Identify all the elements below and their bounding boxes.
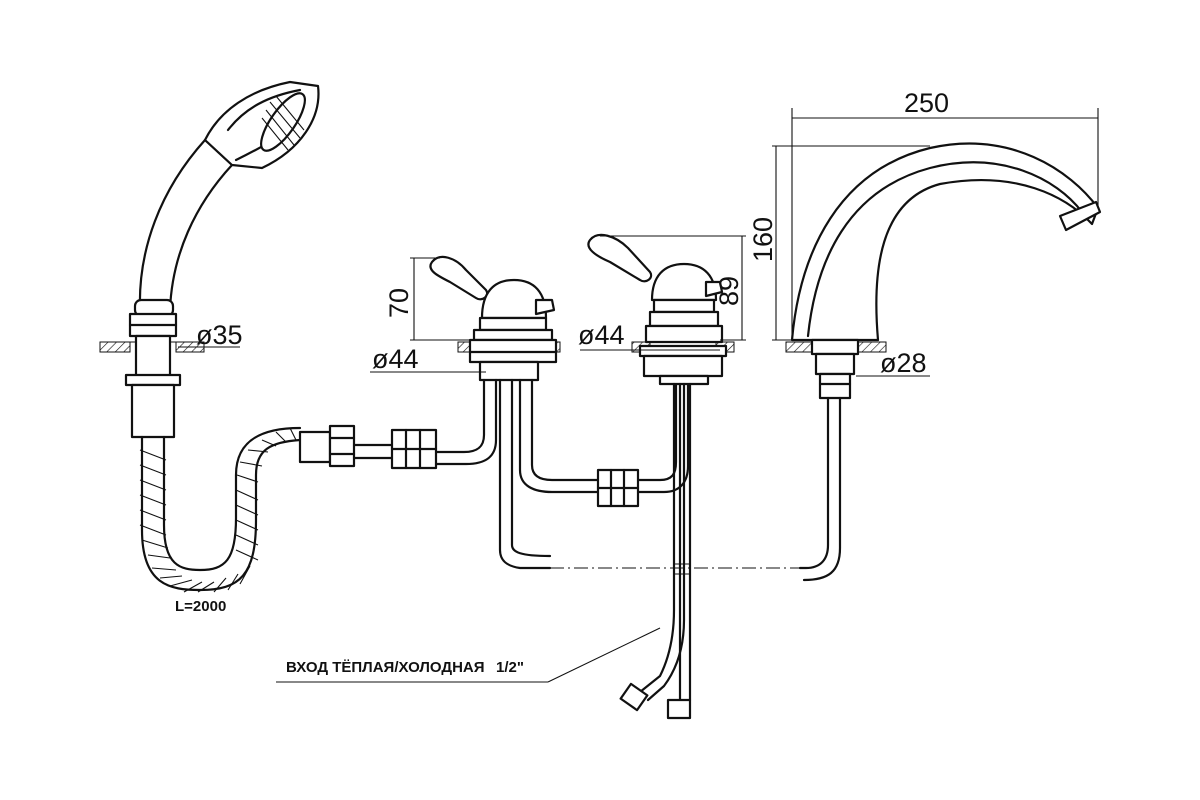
- dimension-lines: ø35 ø44 ø44 ø28 70 89 160 250: [178, 88, 1099, 378]
- hose-coupling: [298, 424, 438, 470]
- inlet-pipes: [619, 382, 692, 720]
- inlet-thread-label: 1/2": [496, 659, 524, 676]
- inlet-callout: ВХОД ТЁПЛАЯ/ХОЛОДНАЯ 1/2": [276, 627, 661, 683]
- left-mixer-diameter-label: ø44: [372, 344, 419, 374]
- spout-height-label: 160: [748, 217, 778, 262]
- left-mixer-height-label: 70: [384, 288, 414, 318]
- left-mixer: [429, 255, 600, 570]
- hose-length-label: L=2000: [175, 598, 226, 615]
- right-mixer: [587, 233, 735, 386]
- shower-holder-diameter-label: ø35: [196, 320, 243, 350]
- right-mixer-diameter-label: ø44: [578, 320, 625, 350]
- spout-reach-label: 250: [904, 88, 949, 118]
- bath-spout: [785, 142, 1102, 582]
- right-mixer-height-label: 89: [714, 276, 744, 306]
- inlet-label: ВХОД ТЁПЛАЯ/ХОЛОДНАЯ: [286, 659, 485, 676]
- shower-hose: L=2000: [139, 426, 302, 615]
- spout-diameter-label: ø28: [880, 348, 927, 378]
- pipe-coupling: [596, 378, 690, 508]
- hand-shower: [99, 80, 320, 439]
